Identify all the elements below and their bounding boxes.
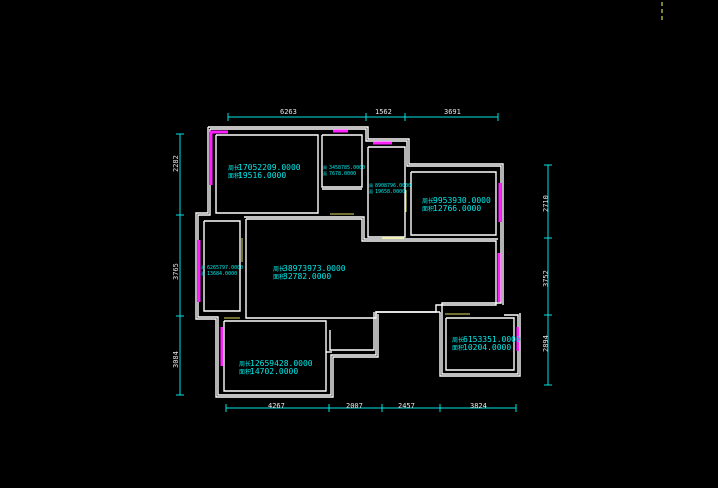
room-corridor-perimeter-tag: 周: [369, 182, 373, 188]
room-bottom-right-perimeter: 6153351.0000: [463, 335, 521, 344]
room-small-top-perimeter: 3458785.0000: [329, 165, 365, 171]
room-top-right-perimeter-tag: 周长: [422, 197, 434, 205]
dim-right-3: 2894: [542, 335, 550, 352]
room-left-strip-area: 13684.0000: [207, 271, 237, 277]
dim-right-2: 3752: [542, 270, 550, 287]
room-bottom-left-perimeter: 12659428.0000: [250, 359, 313, 368]
dimension-lines: [176, 113, 552, 412]
room-corridor-perimeter: 8908796.0000: [375, 183, 411, 189]
room-top-right-perimeter: 9953930.0000: [433, 196, 491, 205]
dim-bottom-1: 4267: [268, 402, 285, 410]
room-small-top-perimeter-tag: 周: [323, 164, 327, 170]
room-bottom-right-perimeter-tag: 周长: [452, 336, 464, 344]
room-bottom-right-area: 10204.0000: [463, 343, 511, 352]
room-living-area-tag: 面积: [273, 273, 285, 281]
dim-left-1: 2282: [172, 155, 180, 172]
dim-top-1: 6263: [280, 108, 297, 116]
dim-left-2: 3765: [172, 263, 180, 280]
room-label-small-top: 周 3458785.0000 面 7678.0000: [323, 164, 365, 177]
room-corridor-area: 19658.0000: [375, 189, 405, 195]
windows: [197, 129, 520, 366]
dim-left-3: 3084: [172, 351, 180, 368]
room-small-top-area-tag: 面: [323, 171, 327, 176]
dim-bottom-4: 3824: [470, 402, 487, 410]
dim-right-1: 2710: [542, 195, 550, 212]
room-left-strip-perimeter-tag: 周: [201, 264, 205, 270]
dim-bottom-3: 2457: [398, 402, 415, 410]
room-label-top-left: 周长 17052209.0000 面积 19516.0000: [228, 163, 301, 180]
room-label-bottom-right: 周长 6153351.0000 面积 10204.0000: [452, 335, 521, 352]
doors: [224, 190, 470, 319]
room-label-living: 周长 38973973.0000 面积 32782.0000: [273, 264, 346, 281]
room-living-area: 32782.0000: [283, 272, 331, 281]
room-top-left-area-tag: 面积: [228, 172, 240, 180]
room-bottom-right-area-tag: 面积: [452, 344, 464, 352]
room-top-right-area: 12766.0000: [433, 204, 481, 213]
room-living-perimeter-tag: 周长: [273, 265, 285, 273]
room-small-top-area: 7678.0000: [329, 171, 356, 177]
room-label-bottom-left: 周长 12659428.0000 面积 14702.0000: [239, 359, 313, 376]
room-top-left-area: 19516.0000: [238, 171, 286, 180]
dim-top-3: 3691: [444, 108, 461, 116]
room-top-left-perimeter: 17052209.0000: [238, 163, 301, 172]
walls: [195, 126, 521, 398]
room-top-left-perimeter-tag: 周长: [228, 164, 240, 172]
room-left-strip-perimeter: 6265797.0000: [207, 265, 243, 271]
room-label-corridor: 周 8908796.0000 面 19658.0000: [369, 182, 411, 195]
room-corridor-area-tag: 面: [369, 189, 373, 194]
room-top-right-area-tag: 面积: [422, 205, 434, 213]
room-living-perimeter: 38973973.0000: [283, 264, 346, 273]
dim-bottom-2: 2007: [346, 402, 363, 410]
room-bottom-left-perimeter-tag: 周长: [239, 360, 251, 368]
dim-top-2: 1562: [375, 108, 392, 116]
room-bottom-left-area: 14702.0000: [250, 367, 298, 376]
dimension-labels: 6263 1562 3691 4267 2007 2457 3824 2282 …: [172, 108, 550, 410]
room-left-strip-area-tag: 面: [201, 271, 205, 276]
room-label-left-strip: 周 6265797.0000 面 13684.0000: [201, 264, 243, 277]
room-label-top-right: 周长 9953930.0000 面积 12766.0000: [422, 196, 491, 213]
room-bottom-left-area-tag: 面积: [239, 368, 251, 376]
